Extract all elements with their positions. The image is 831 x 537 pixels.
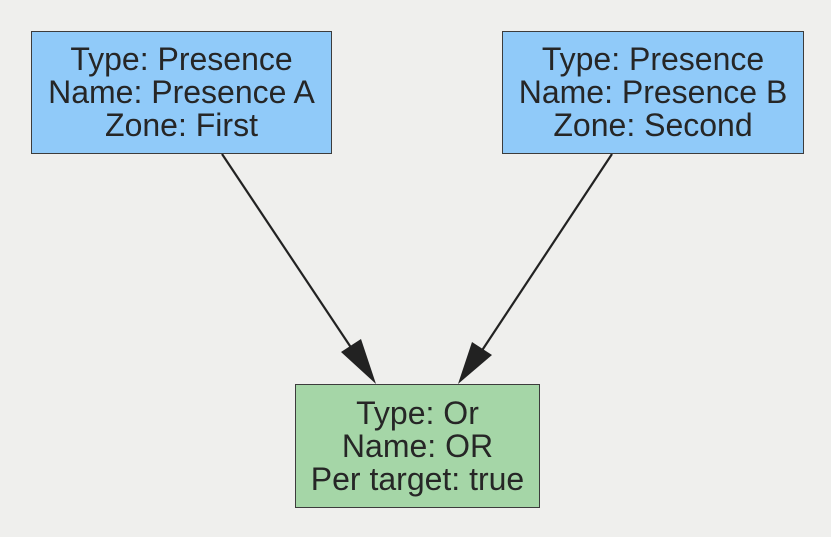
node-presence-a-name: Name: Presence A (48, 74, 315, 110)
edge-line-presence-b-to-or (476, 153, 613, 359)
node-presence-b-zone: Zone: Second (553, 107, 753, 143)
node-presence-b[interactable]: Type: Presence Name: Presence B Zone: Se… (502, 31, 804, 154)
node-or[interactable]: Type: Or Name: OR Per target: true (295, 384, 540, 508)
arrowhead-presence-a-to-or (341, 339, 376, 384)
edge-presence-a-to-or (221, 153, 376, 384)
node-presence-a-type: Type: Presence (70, 41, 293, 77)
node-presence-b-name: Name: Presence B (518, 74, 788, 110)
edge-presence-b-to-or (458, 153, 613, 384)
node-presence-a[interactable]: Type: Presence Name: Presence A Zone: Fi… (31, 31, 332, 154)
node-or-per-target: Per target: true (310, 460, 525, 497)
node-presence-b-type: Type: Presence (541, 41, 765, 77)
node-or-name: Name: OR (341, 427, 494, 464)
node-or-type: Type: Or (356, 394, 479, 431)
edge-line-presence-a-to-or (221, 153, 359, 359)
arrowhead-presence-b-to-or (458, 342, 492, 384)
node-presence-a-zone: Zone: First (105, 107, 258, 143)
